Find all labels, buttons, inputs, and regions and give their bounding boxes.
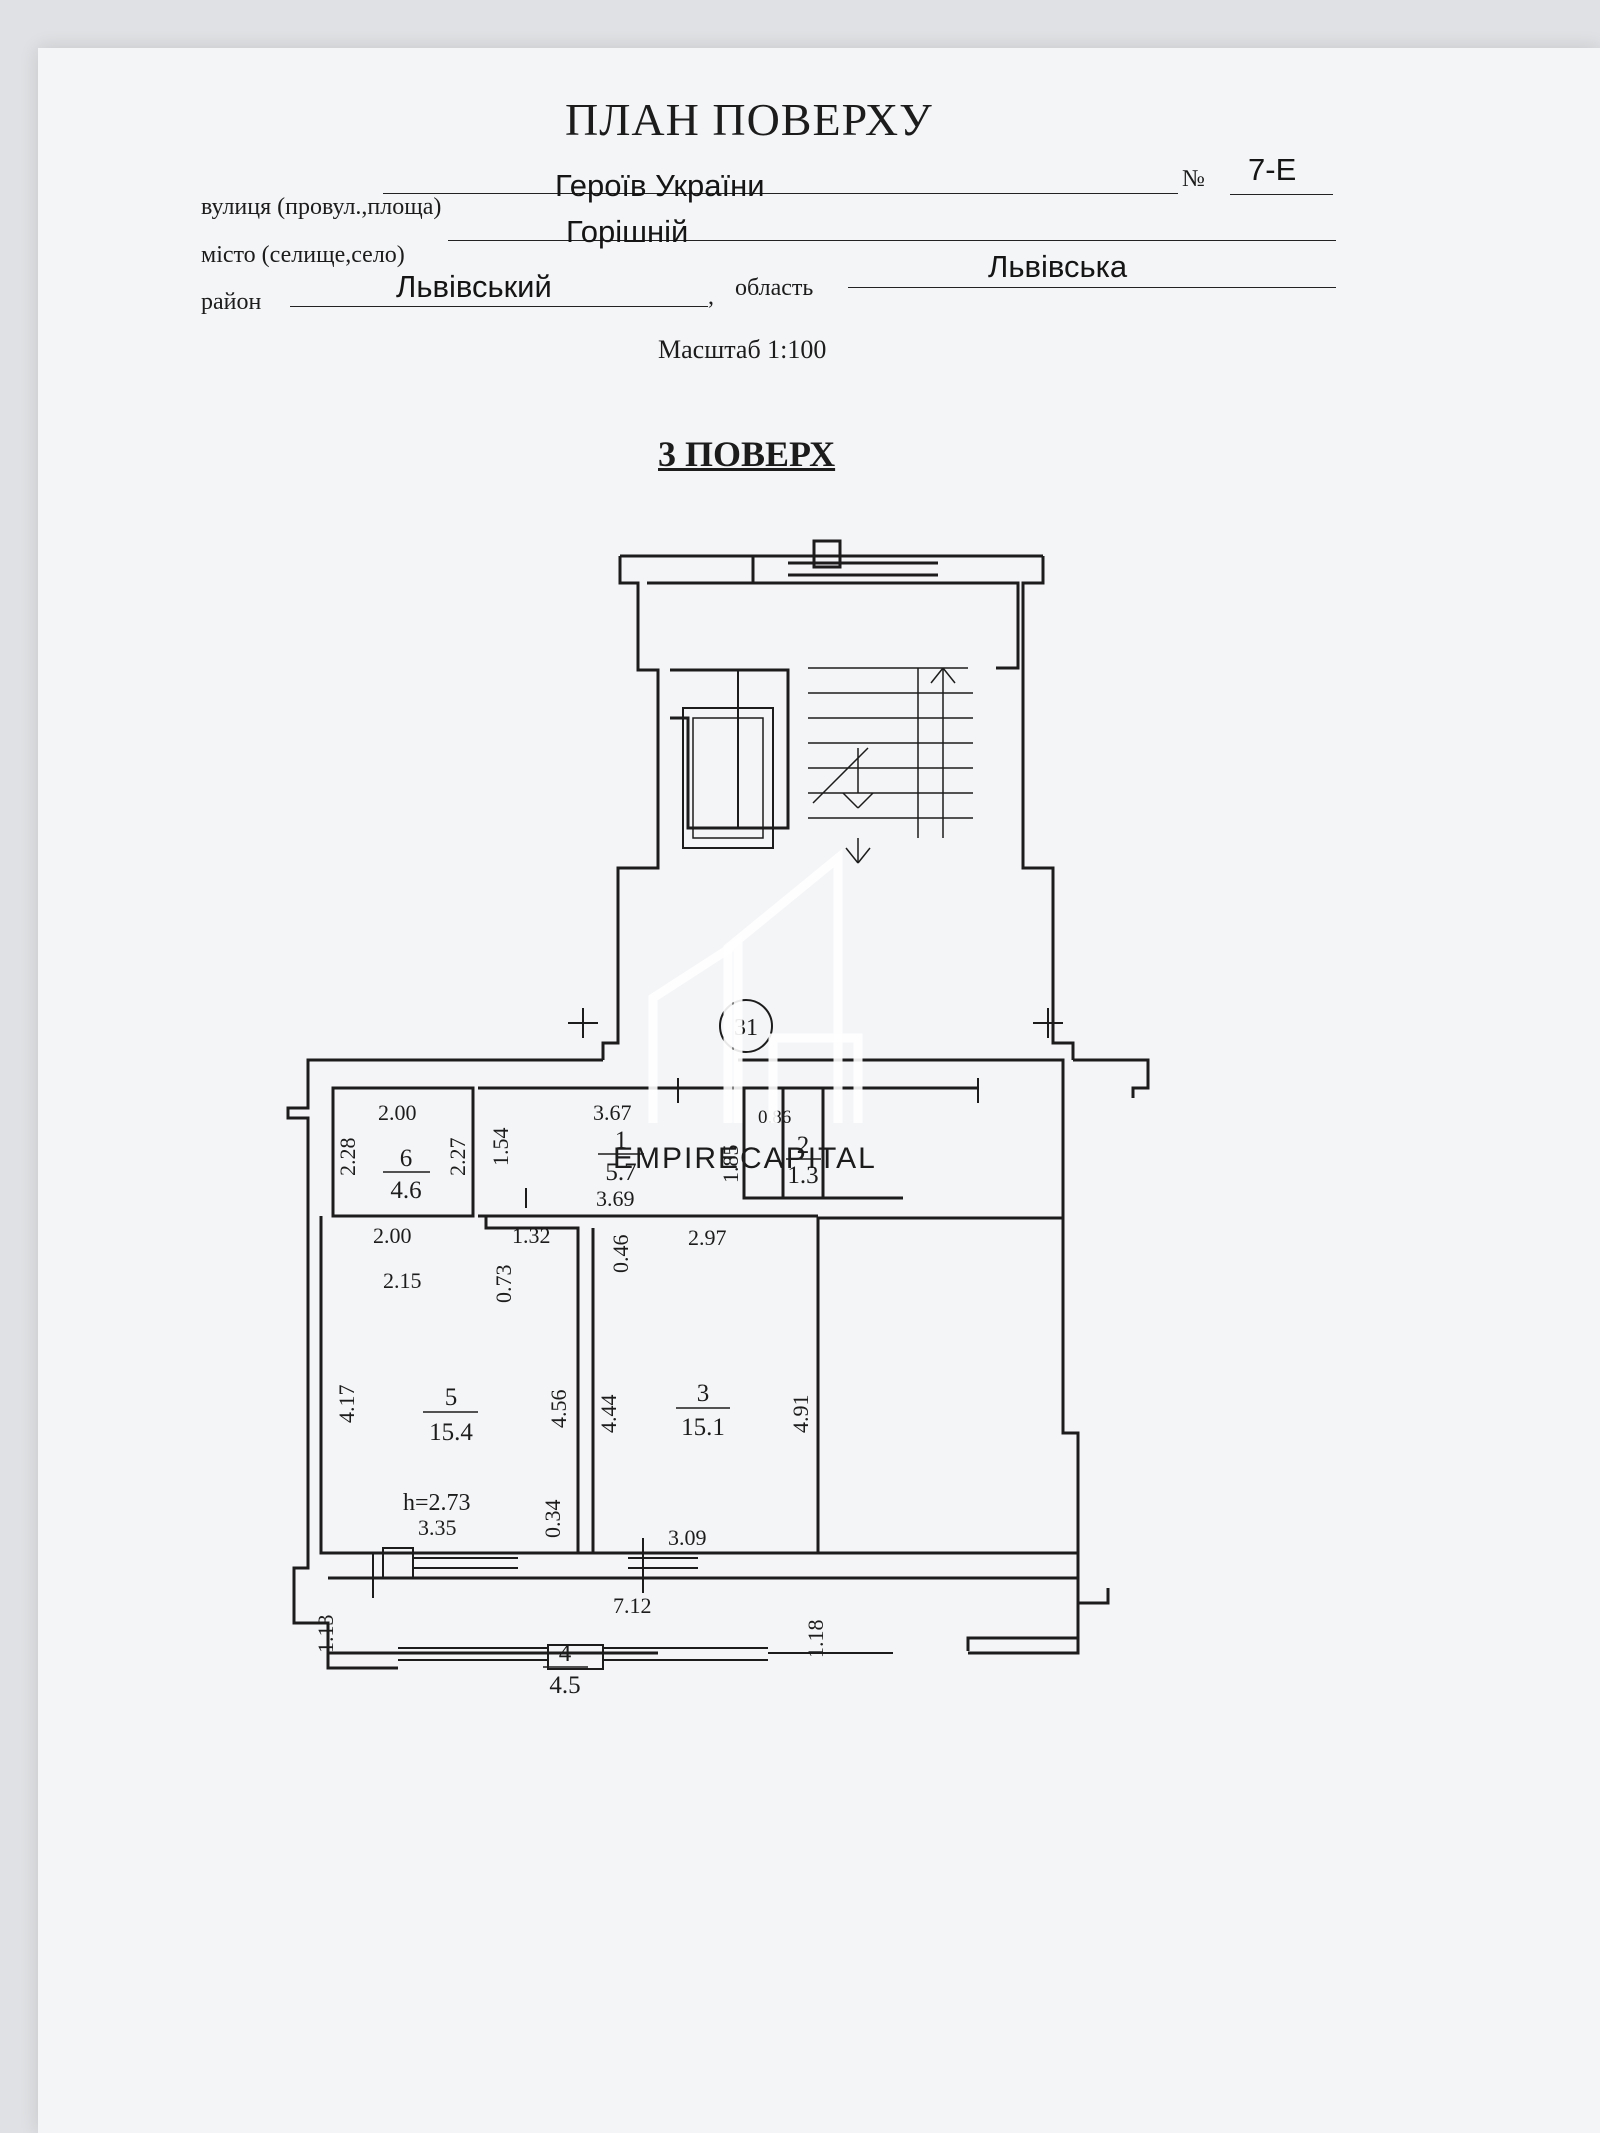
region-label: область — [735, 275, 814, 301]
number-underline — [1230, 194, 1333, 195]
floor-plan-drawing: 3 1 6 4.6 1 5.7 2 1.3 3 15.1 5 15.4 4 4.5… — [286, 539, 1150, 1699]
dimension-labels: 2.00 2.28 2.27 1.54 2.00 3.67 1.85 0.86 … — [313, 1100, 828, 1658]
room-1-number: 1 — [615, 1127, 628, 1154]
dim-3-09: 3.09 — [668, 1525, 707, 1550]
apartment-walls — [286, 1058, 1150, 1670]
room-labels: 6 4.6 1 5.7 2 1.3 3 15.1 5 15.4 4 4.5 — [383, 1127, 821, 1699]
watermark-logo — [648, 848, 863, 1123]
dim-1-85: 1.85 — [718, 1145, 743, 1184]
room-1-area: 5.7 — [605, 1159, 636, 1186]
ceiling-height: h=2.73 — [403, 1490, 471, 1516]
room-5-area: 15.4 — [429, 1419, 473, 1446]
dim-2-00-bottom: 2.00 — [373, 1223, 412, 1248]
dim-2-28: 2.28 — [335, 1138, 360, 1177]
city-value: Горішній — [566, 214, 689, 249]
dim-4-17: 4.17 — [334, 1385, 359, 1424]
city-label: місто (селище,село) — [201, 242, 405, 268]
dim-1-54: 1.54 — [488, 1128, 513, 1167]
district-label: район — [201, 289, 262, 315]
dim-3-67: 3.67 — [593, 1100, 632, 1125]
room-6-area: 4.6 — [390, 1177, 421, 1204]
number-label: № — [1182, 166, 1205, 192]
district-underline — [290, 306, 708, 307]
document-sheet: ПЛАН ПОВЕРХУ вулиця (провул.,площа) Геро… — [38, 48, 1600, 2133]
dim-3-69: 3.69 — [596, 1186, 635, 1211]
dim-4-91: 4.91 — [788, 1395, 813, 1434]
dim-1-13: 1.13 — [313, 1615, 338, 1654]
dim-0-34: 0.34 — [540, 1500, 565, 1539]
district-value: Львівський — [396, 269, 552, 304]
dim-0-73: 0.73 — [491, 1265, 516, 1304]
city-underline — [448, 240, 1336, 241]
street-underline — [383, 193, 1178, 194]
dim-2-15: 2.15 — [383, 1268, 422, 1293]
region-underline — [848, 287, 1336, 288]
floor-label: 3 ПОВЕРХ — [658, 434, 836, 474]
street-label: вулиця (провул.,площа) — [201, 194, 442, 220]
scale-label: Масштаб 1:100 — [658, 335, 827, 364]
region-value: Львівська — [988, 249, 1128, 284]
stair-core — [601, 539, 1075, 1060]
dim-4-56: 4.56 — [546, 1390, 571, 1429]
room-2-area: 1.3 — [787, 1162, 818, 1189]
dim-2-00-top: 2.00 — [378, 1100, 417, 1125]
room-6-number: 6 — [400, 1145, 413, 1172]
room-4-number: 4 — [559, 1640, 572, 1667]
windows — [372, 1008, 1063, 1670]
room-2-number: 2 — [797, 1132, 810, 1159]
number-value: 7-Е — [1248, 152, 1297, 187]
room-5-number: 5 — [445, 1384, 458, 1411]
watermark-text: EMPIRECAPITAL — [613, 1142, 877, 1175]
room-4-area: 4.5 — [549, 1672, 580, 1699]
dim-3-35: 3.35 — [418, 1515, 457, 1540]
page-title: ПЛАН ПОВЕРХУ — [565, 94, 933, 145]
apartment-number-circle — [719, 999, 773, 1053]
dim-0-46: 0.46 — [608, 1235, 633, 1274]
dim-2-97: 2.97 — [688, 1225, 727, 1250]
street-value: Героїв України — [555, 168, 765, 203]
dim-1-18: 1.18 — [803, 1620, 828, 1659]
dim-2-27: 2.27 — [445, 1138, 470, 1177]
stair-treads — [808, 667, 973, 864]
room-3-number: 3 — [697, 1380, 710, 1407]
dim-4-44: 4.44 — [596, 1395, 621, 1434]
room-3-area: 15.1 — [681, 1414, 725, 1441]
dim-7-12: 7.12 — [613, 1593, 652, 1618]
comma: , — [708, 284, 714, 310]
dim-1-32: 1.32 — [512, 1223, 551, 1248]
